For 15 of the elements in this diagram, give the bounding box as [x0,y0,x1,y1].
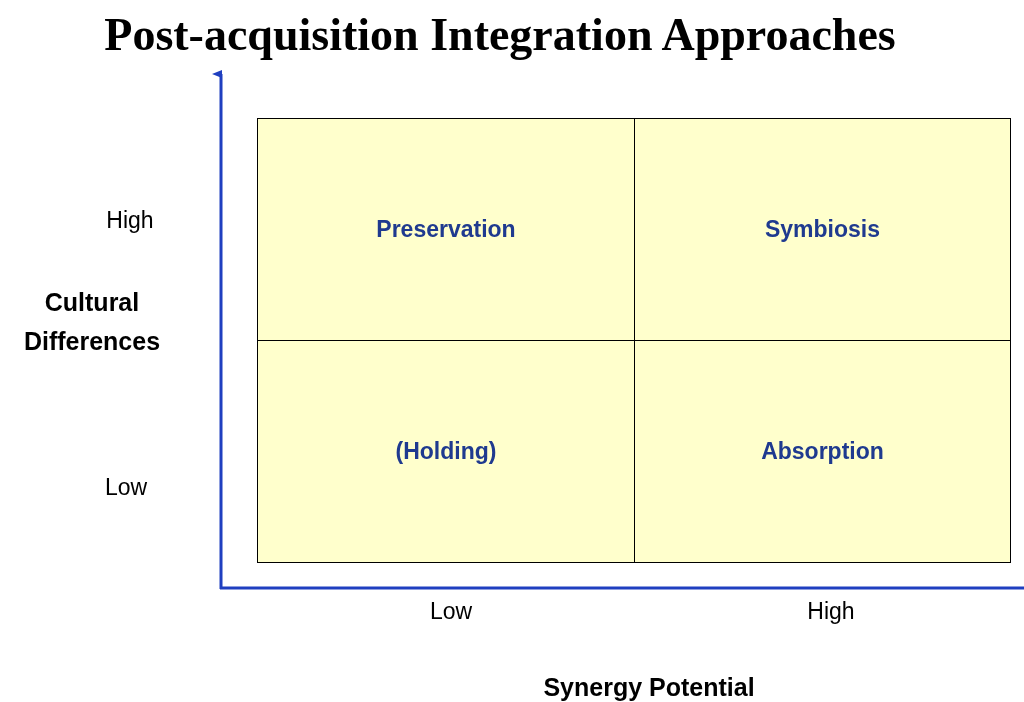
quadrant-label: Preservation [376,216,516,243]
quadrant-label: Absorption [761,438,884,465]
quadrant-box [634,118,1011,341]
quadrant-box [257,118,635,341]
quadrant-label: Symbiosis [764,216,880,243]
axis-title: Synergy Potential [543,672,755,702]
title: Post-acquisition Integration Approaches [103,8,897,61]
axis-tick-label: High [106,206,154,234]
quadrant-label: (Holding) [395,438,497,465]
axis-title: Cultural Differences [22,287,162,357]
quadrant-box [634,340,1011,563]
axis-tick-label: High [807,597,855,625]
quadrant-box [257,340,635,563]
axis-tick-label: Low [104,473,148,501]
axis-tick-label: Low [429,597,473,625]
